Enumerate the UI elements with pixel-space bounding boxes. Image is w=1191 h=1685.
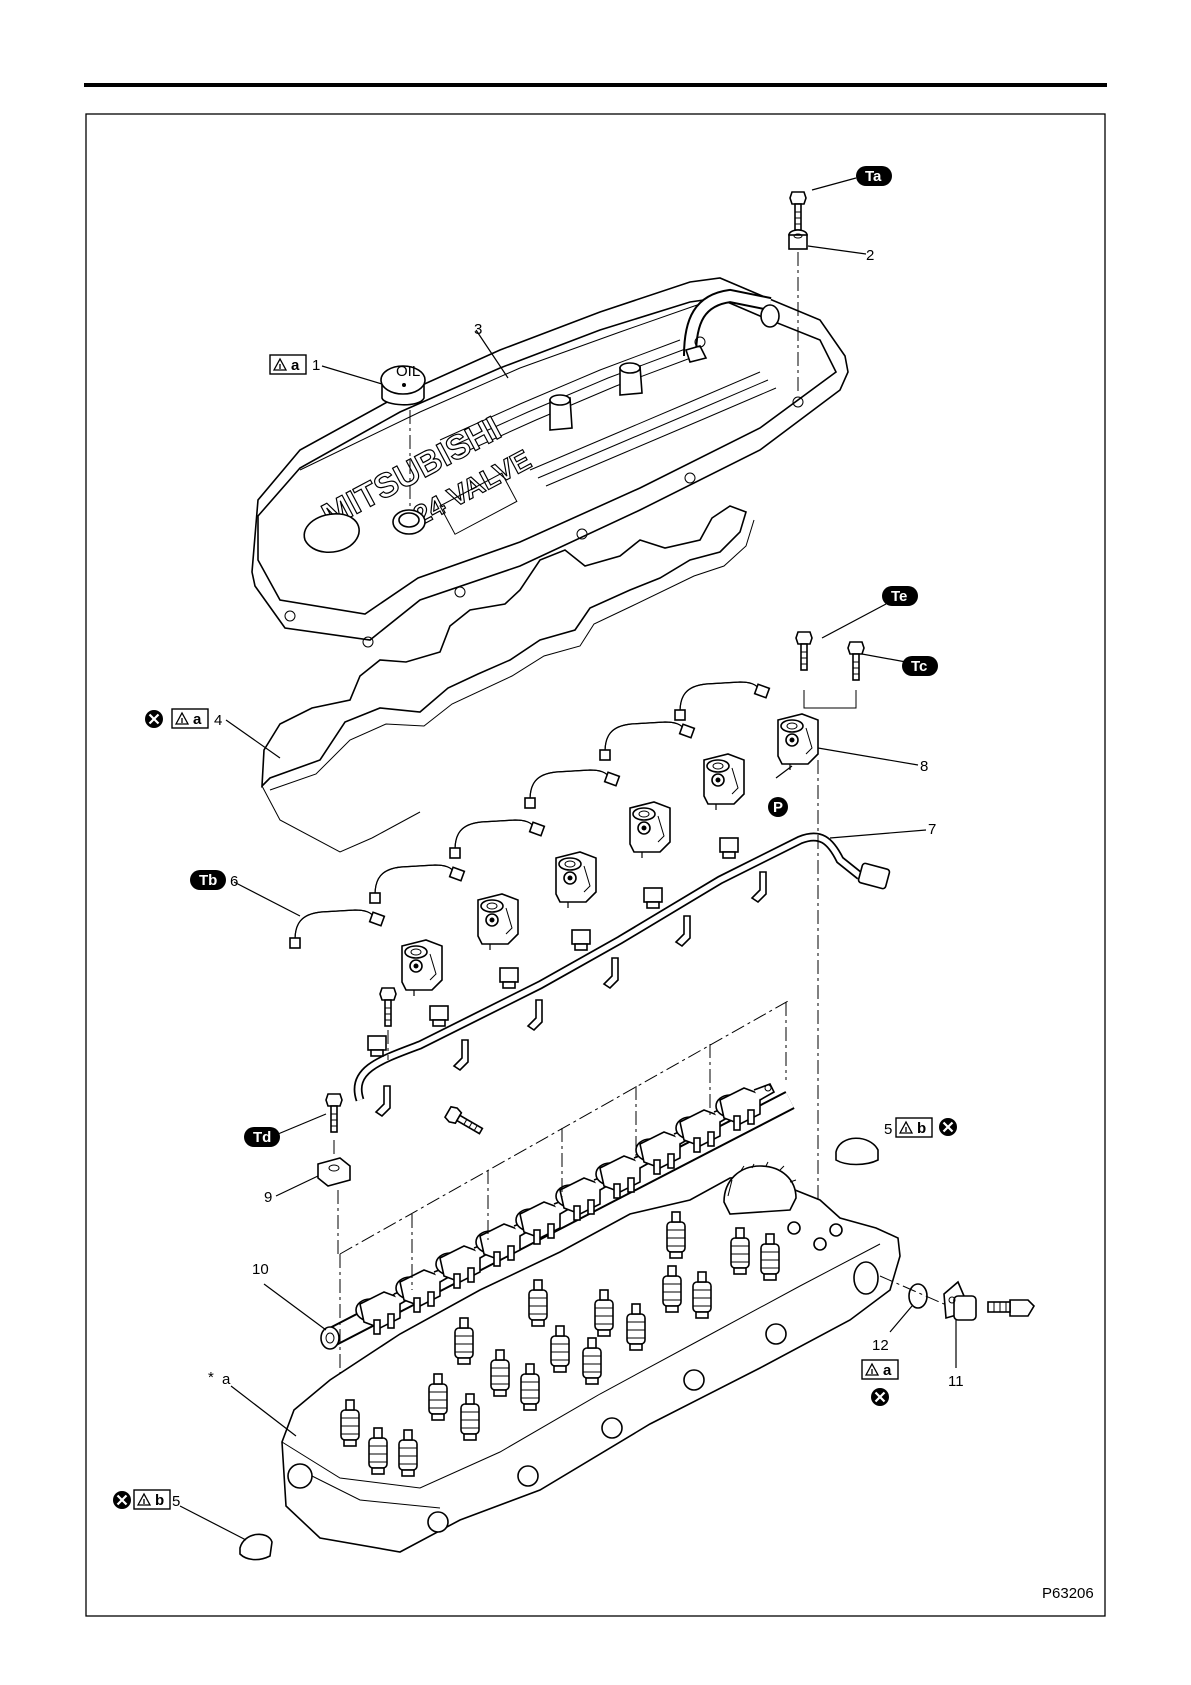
oil-filler-cap: OIL	[381, 363, 425, 405]
injector-unit	[630, 802, 670, 858]
label-part-6: 6	[230, 873, 238, 890]
svg-text:b: b	[917, 1120, 926, 1137]
pack-mark-p: P	[768, 797, 788, 817]
injector-unit	[704, 754, 744, 810]
figure-code: P63206	[1042, 1585, 1094, 1602]
label-part-1: 1	[312, 357, 320, 374]
label-part-9: 9	[264, 1189, 272, 1206]
o-ring	[909, 1284, 927, 1308]
semicircular-plug-left	[240, 1534, 272, 1559]
harness-side-bolt	[444, 1105, 485, 1138]
svg-text:Te: Te	[891, 588, 907, 605]
sealant-icon: a	[270, 355, 306, 374]
label-part-3: 3	[474, 321, 482, 338]
sensor-bolt	[988, 1300, 1034, 1316]
label-part-2: 2	[866, 247, 874, 264]
rocker-shaft-bolt	[326, 1094, 342, 1132]
injector-unit	[402, 940, 442, 996]
star-mark: *	[208, 1369, 214, 1386]
svg-text:Ta: Ta	[865, 168, 882, 185]
svg-text:b: b	[155, 1492, 164, 1509]
svg-text:Tb: Tb	[199, 872, 217, 889]
sealant-icon: b	[134, 1490, 170, 1509]
semicircular-plug-right	[836, 1138, 878, 1164]
label-part-7: 7	[928, 821, 936, 838]
svg-text:P: P	[773, 799, 783, 816]
circle-x-icon	[871, 1388, 889, 1406]
cover-bolt	[790, 192, 806, 230]
sealant-icon: a	[862, 1360, 898, 1379]
label-part-5-right: 5	[884, 1121, 892, 1138]
torque-badge-te: Te	[882, 586, 918, 606]
cam-position-sensor	[944, 1282, 976, 1320]
cylinder-head	[282, 1162, 900, 1552]
label-part-12: 12	[872, 1337, 889, 1354]
injector-pipe	[600, 722, 694, 760]
injector-unit	[478, 894, 518, 950]
svg-text:OIL: OIL	[396, 363, 420, 380]
injector-pipe	[525, 770, 619, 808]
injector-unit	[556, 852, 596, 908]
injector-pipe	[675, 682, 769, 720]
rocker-shaft-spacer	[318, 1158, 350, 1186]
coil-bolt-te	[796, 632, 812, 670]
injector-pipe	[370, 865, 464, 903]
svg-text:a: a	[291, 357, 300, 374]
sealant-icon: a	[172, 709, 208, 728]
label-part-8: 8	[920, 758, 928, 775]
injector-pipe	[450, 820, 544, 858]
torque-badge-tc: Tc	[902, 656, 938, 676]
injector-pipe	[290, 910, 384, 948]
svg-text:Tc: Tc	[911, 658, 927, 675]
cover-washer	[789, 230, 807, 249]
label-part-10: 10	[252, 1261, 269, 1278]
torque-badge-tb: Tb	[190, 870, 226, 890]
svg-text:a: a	[883, 1362, 892, 1379]
circle-x-icon	[939, 1118, 957, 1136]
svg-text:Td: Td	[253, 1129, 271, 1146]
label-star-a: a	[222, 1371, 231, 1388]
label-part-4: 4	[214, 712, 222, 729]
torque-badge-td: Td	[244, 1127, 280, 1147]
coil-bolt-tc	[848, 642, 864, 680]
harness-bolt	[380, 988, 396, 1026]
label-part-5-left: 5	[172, 1493, 180, 1510]
label-part-11: 11	[948, 1373, 964, 1390]
injector-unit	[778, 714, 818, 770]
circle-x-icon	[113, 1491, 131, 1509]
torque-badge-ta: Ta	[856, 166, 892, 186]
circle-x-icon	[145, 710, 163, 728]
sealant-icon: b	[896, 1118, 932, 1137]
svg-text:a: a	[193, 711, 202, 728]
